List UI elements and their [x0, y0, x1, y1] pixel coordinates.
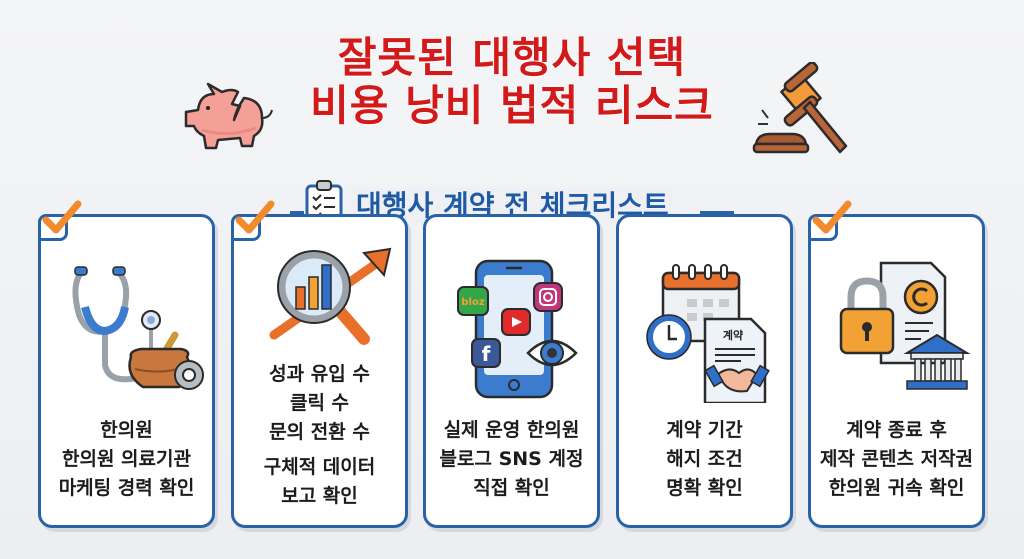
card-text: 한의원 한의원 의료기관 마케팅 경력 확인	[45, 416, 208, 503]
calendar-clock-contract-icon: 계약	[646, 264, 770, 403]
card-line: 한의원 귀속 확인	[828, 477, 965, 499]
magnifier-chart-growth-icon	[269, 247, 392, 345]
card-text: 계약 기간 해지 조건 명확 확인	[623, 416, 786, 503]
card-line: 명확 확인	[666, 477, 743, 499]
card-line: 마케팅 경력 확인	[58, 477, 195, 499]
gavel-icon	[752, 62, 848, 154]
divider-left	[290, 211, 304, 214]
card-line: 실제 운영 한의원	[443, 419, 580, 441]
checklist-card-2: 성과 유입 수 클릭 수 문의 전환 수 구체적 데이터 보고 확인	[231, 214, 408, 528]
card-line: 블로그 SNS 계정	[439, 448, 584, 470]
card-text: 계약 종료 후 제작 콘텐츠 저작권 한의원 귀속 확인	[815, 416, 978, 503]
checklist-card-1: 한의원 한의원 의료기관 마케팅 경력 확인	[38, 214, 215, 528]
card-line: 한의원 의료기관	[62, 448, 191, 470]
card-line: 해지 조건	[666, 448, 743, 470]
checklist-card-4: 계약 계약 기간 해지 조건 명확 확인	[616, 214, 793, 528]
card-line: 제작 콘텐츠 저작권	[819, 448, 974, 470]
card-line: 문의 전환 수	[269, 421, 370, 443]
check-mark-icon	[812, 200, 852, 234]
checklist-card-5: 계약 종료 후 제작 콘텐츠 저작권 한의원 귀속 확인	[808, 214, 985, 528]
divider-right	[700, 211, 734, 214]
card-line: 계약 기간	[666, 419, 743, 441]
svg-text:계약: 계약	[723, 328, 743, 342]
stethoscope-herbal-pot-icon	[72, 266, 204, 390]
main-title: 잘못된 대행사 선택 비용 낭비 법적 리스크	[0, 34, 1024, 130]
checklist-title: 대행사 계약 전 체크리스트	[352, 188, 673, 224]
card-text: 실제 운영 한의원 블로그 SNS 계정 직접 확인	[430, 416, 593, 503]
title-line-1: 잘못된 대행사 선택	[337, 33, 687, 82]
card-text: 성과 유입 수 클릭 수 문의 전환 수 구체적 데이터 보고 확인	[238, 360, 401, 511]
checklist-header: 대행사 계약 전 체크리스트	[0, 178, 1024, 230]
card-line: 계약 종료 후	[846, 419, 947, 441]
check-mark-icon	[235, 200, 275, 234]
card-line: 보고 확인	[281, 485, 358, 507]
svg-text:f: f	[482, 342, 491, 366]
check-mark-icon	[42, 200, 82, 234]
checklist-card-3: bloz f 실제 운영 한의원 블로그 SNS 계정 직접 확인	[423, 214, 600, 528]
card-line: 직접 확인	[473, 477, 550, 499]
title-line-2: 비용 낭비 법적 리스크	[310, 81, 714, 130]
card-line: 클릭 수	[289, 392, 350, 414]
card-line: 구체적 데이터	[263, 456, 376, 478]
phone-social-eye-icon: bloz f	[457, 259, 578, 399]
lock-copyright-institution-icon	[839, 261, 971, 390]
card-line: 한의원	[100, 419, 153, 441]
broken-piggy-bank-icon	[184, 82, 273, 150]
card-line: 성과 유입 수	[269, 363, 370, 385]
svg-text:bloz: bloz	[461, 297, 484, 308]
